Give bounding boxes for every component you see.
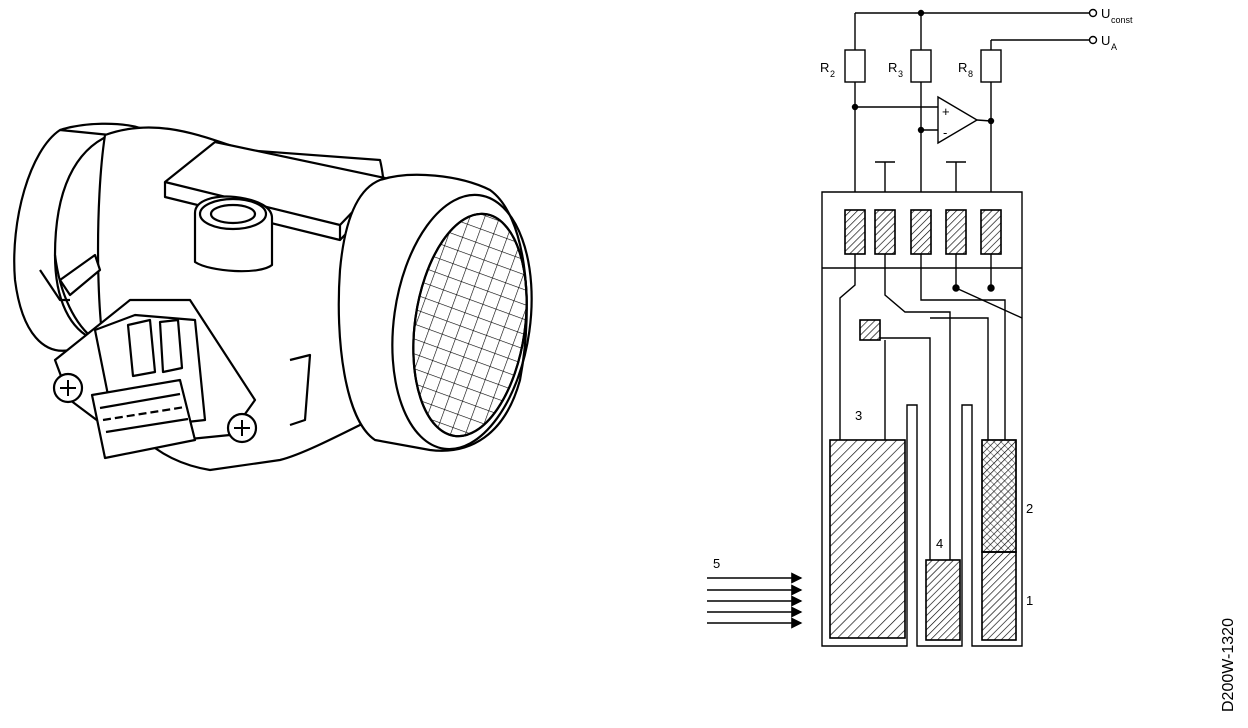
svg-text:A: A <box>1111 42 1117 52</box>
label-part-3: 3 <box>855 408 862 423</box>
label-part-1: 1 <box>1026 593 1033 608</box>
element-4 <box>925 559 961 641</box>
terminal-ua <box>1088 35 1098 45</box>
air-mass-meter-illustration <box>13 122 533 472</box>
contact-pad-1 <box>844 209 866 255</box>
opamp-plus-sign: + <box>942 104 950 119</box>
inlet-tube <box>13 128 112 352</box>
label-r2: R 2 <box>820 60 835 79</box>
element-3 <box>829 439 906 639</box>
resistor-r2 <box>844 49 866 83</box>
contact-pad-5 <box>980 209 1002 255</box>
label-part-2: 2 <box>1026 501 1033 516</box>
label-uconst: U const <box>1101 6 1133 25</box>
connector-plug <box>90 378 197 460</box>
temperature-sensor-pad <box>859 319 881 341</box>
contact-pad-3 <box>910 209 932 255</box>
svg-text:8: 8 <box>968 69 973 79</box>
label-ua: U A <box>1101 33 1117 52</box>
svg-text:3: 3 <box>898 69 903 79</box>
resistor-r3 <box>910 49 932 83</box>
airflow-arrows <box>707 572 803 629</box>
resistor-r8 <box>980 49 1002 83</box>
svg-text:R: R <box>958 60 967 75</box>
svg-text:2: 2 <box>830 69 835 79</box>
label-part-4: 4 <box>936 536 943 551</box>
mounting-screw-left <box>52 372 84 404</box>
contact-pad-4 <box>945 209 967 255</box>
svg-text:R: R <box>820 60 829 75</box>
terminal-uconst <box>1088 8 1098 18</box>
svg-text:const: const <box>1111 15 1133 25</box>
svg-text:U: U <box>1101 6 1110 21</box>
mounting-screw-right <box>226 412 258 444</box>
opamp-minus-sign: - <box>943 125 947 140</box>
element-1 <box>981 551 1017 641</box>
drawing-code: D200W-1320 <box>1220 618 1237 712</box>
label-part-5: 5 <box>713 556 720 571</box>
svg-text:R: R <box>888 60 897 75</box>
svg-text:U: U <box>1101 33 1110 48</box>
contact-pad-2 <box>874 209 896 255</box>
label-r8: R 8 <box>958 60 973 79</box>
label-r3: R 3 <box>888 60 903 79</box>
op-amp <box>937 95 979 145</box>
circuit-schematic <box>707 8 1098 647</box>
